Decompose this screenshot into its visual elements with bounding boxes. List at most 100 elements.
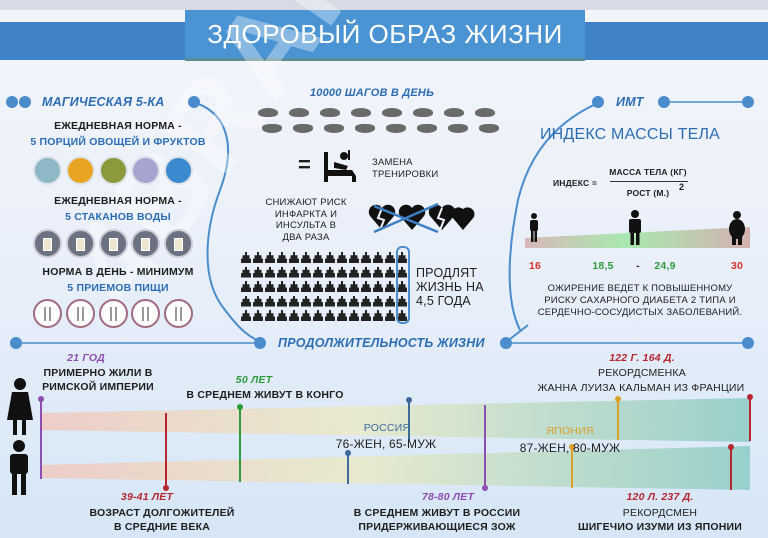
plate-icon [66,299,95,328]
glass-shape [174,238,183,251]
cutlery-shape [110,307,117,321]
russia-label: РОССИЯ [363,422,411,434]
cake-icon [373,266,383,278]
text-line: 4,5 ГОДА [416,294,471,308]
workout-bench-icon [324,150,356,182]
footprint-icon [262,124,282,133]
header-strip [0,0,768,10]
bullet-dot [188,96,200,108]
person-icons [530,210,745,245]
hearts-icon [368,202,475,234]
text-line: ДВА РАЗА [282,231,330,243]
cake-icon [349,266,359,278]
russia-healthy-line2: ПРИДЕРЖИВАЮЩИЕСЯ ЗОЖ [358,521,516,533]
record-male-value: 120 Л. 237 Д. [626,491,694,503]
section-title-magic5: МАГИЧЕСКАЯ 5-КА [42,95,165,109]
workout-line: ЗАМЕНА [372,157,413,168]
cutlery-shape [44,307,51,321]
glass-shape [109,238,118,251]
cake-icon [385,310,395,321]
congo-value: 50 ЛЕТ [235,374,273,386]
cake-icon [277,310,287,321]
marker-record-male [728,444,734,490]
cake-icon [313,252,323,263]
cake-icon [253,266,263,278]
bmi-formula-label: ИНДЕКС = [553,178,598,188]
veg-norm-value: 5 ПОРЦИЙ ОВОЩЕЙ И ФРУКТОВ [30,136,206,148]
cake-icon [373,281,383,292]
marker-japan-female [615,396,621,440]
rome-line1: ПРИМЕРНО ЖИЛИ В [43,367,153,379]
footprint-icon [324,124,344,133]
section-title-lifespan: ПРОДОЛЖИТЕЛЬНОСТЬ ЖИЗНИ [278,336,485,350]
middle-ages-line2: В СРЕДНИЕ ВЕКА [114,521,210,533]
plate-icon [99,299,128,328]
cake-icon [325,310,335,321]
cake-icon [361,295,371,307]
highlight-column [396,246,410,324]
footprint-icon [475,108,495,117]
water-norm-value: 5 СТАКАНОВ ВОДЫ [65,211,171,223]
cake-icon [337,252,347,263]
bmi-exponent: 2 [679,182,685,192]
cake-icon [325,281,335,292]
bmi-subtitle: ИНДЕКС МАССЫ ТЕЛА [539,126,721,143]
cake-icon [373,295,383,307]
plate-icon [33,299,62,328]
cake-icon [301,281,311,292]
cake-icon [385,266,395,278]
record-male-line2: ШИГЕЧИО ИЗУМИ ИЗ ЯПОНИИ [577,521,743,533]
cake-icon [301,266,311,278]
cake-icon [253,310,263,321]
female-icon [7,378,33,435]
male-band [40,446,750,490]
cake-icon [385,252,395,263]
record-male-line1: РЕКОРДСМЕН [622,507,698,519]
bullet-dot [742,96,754,108]
cake-icon [313,281,323,292]
female-band [40,398,750,442]
bmi-normal-to: 24,9 [654,260,676,272]
water-glass-icon [66,229,95,258]
cutlery-shape [175,307,182,321]
cake-icon [277,252,287,263]
meals-norm-label: НОРМА В ДЕНЬ - МИНИМУМ [42,266,194,278]
cake-icon [385,281,395,292]
equals-sign: = [298,152,312,177]
cake-icon [241,310,251,321]
cake-icon [241,281,251,292]
footprint-icon [448,124,468,133]
cake-icon [397,310,407,321]
water-glass-icon [99,229,128,258]
middle-ages-value: 39-41 ЛЕТ [120,491,174,503]
bmi-high: 30 [730,260,744,272]
cake-icon [361,252,371,263]
footprint-icon [386,124,406,133]
workout-line: ТРЕНИРОВКИ [372,169,439,180]
fruit-icon [99,156,128,185]
cake-icon [301,295,311,307]
cake-icon [265,252,275,263]
water-glass-icon [131,229,160,258]
record-female-line2: ЖАННА ЛУИЗА КАЛЬМАН ИЗ ФРАНЦИИ [537,382,745,394]
veg-norm-label: ЕЖЕДНЕВНАЯ НОРМА - [54,120,182,132]
text-line: ОЖИРЕНИЕ ВЕДЕТ К ПОВЫШЕННОМУ [547,283,733,294]
cake-icon [397,252,407,263]
footprint-icon [479,124,499,133]
water-glass-icon [33,229,62,258]
fruit-icon [164,156,193,185]
cake-icon [373,252,383,263]
cake-icon [397,281,407,292]
cake-icon [349,295,359,307]
meals-norm-value: 5 ПРИЕМОВ ПИЩИ [67,282,169,294]
text-line: СНИЖАЮТ РИСК [265,197,347,208]
bullet-dot [6,96,18,108]
bmi-low: 16 [528,260,542,272]
footprint-icon [320,108,340,117]
cake-icon [325,295,335,307]
japan-label: ЯПОНИЯ [546,425,594,437]
record-female-line1: РЕКОРДСМЕНКА [598,367,686,379]
footprint-icon [413,108,433,117]
